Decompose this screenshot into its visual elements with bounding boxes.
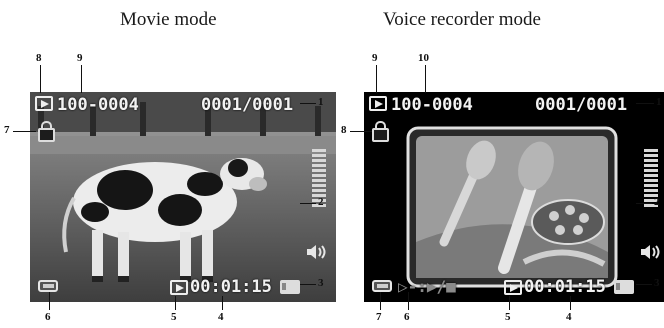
callout-2: 2 (654, 196, 660, 208)
volume-meter (312, 149, 326, 209)
callout-line (49, 292, 50, 310)
callout-5: 5 (171, 311, 177, 323)
callout-3: 3 (654, 277, 660, 289)
playback-icon (35, 96, 53, 111)
file-counter: 0001/0001 (201, 95, 294, 115)
file-counter: 0001/0001 (535, 95, 628, 115)
callout-line (408, 292, 409, 310)
callout-1: 1 (318, 96, 324, 108)
voice-mode-title: Voice recorder mode (383, 9, 541, 30)
playback-icon (369, 96, 387, 111)
microphone-illustration (406, 126, 618, 288)
callout-7: 7 (376, 311, 382, 323)
callout-3: 3 (318, 277, 324, 289)
memory-card-icon (614, 280, 634, 294)
memory-card-icon (280, 280, 300, 294)
play-icon (170, 280, 188, 295)
callout-6: 6 (404, 311, 410, 323)
callout-line (300, 284, 316, 285)
battery-icon (372, 280, 392, 292)
elapsed-time: 00:01:15 (190, 277, 272, 297)
callout-9: 9 (77, 52, 83, 64)
volume-meter (644, 149, 658, 209)
callout-9: 9 (372, 52, 378, 64)
folder-number: 100-0004 (391, 95, 473, 115)
folder-number: 100-0004 (57, 95, 139, 115)
speaker-icon (307, 245, 326, 259)
callout-line (425, 65, 426, 93)
callout-line (570, 296, 571, 310)
cow-photo (30, 92, 336, 302)
speaker-icon (641, 245, 660, 259)
callout-10: 10 (418, 52, 429, 64)
callout-line (376, 65, 377, 93)
callout-7: 7 (4, 124, 10, 136)
callout-line (222, 296, 223, 310)
callout-line (636, 284, 652, 285)
callout-8: 8 (36, 52, 42, 64)
callout-4: 4 (566, 311, 572, 323)
callout-line (509, 296, 510, 310)
callout-1: 1 (656, 96, 662, 108)
callout-5: 5 (505, 311, 511, 323)
callout-line (350, 131, 372, 132)
play-icon (504, 280, 522, 295)
voice-screen: 100-0004 0001/0001 ▷-:▶/■ 00:01:15 (364, 92, 664, 302)
callout-line (636, 203, 652, 204)
elapsed-time: 00:01:15 (524, 277, 606, 297)
callout-line (300, 203, 316, 204)
callout-line (40, 65, 41, 93)
movie-screen: 100-0004 0001/0001 00:01:15 (30, 92, 336, 302)
callout-2: 2 (318, 196, 324, 208)
callout-line (380, 292, 381, 310)
battery-icon (38, 280, 58, 292)
lock-icon (372, 121, 389, 142)
callout-line (13, 131, 36, 132)
callout-8: 8 (341, 124, 347, 136)
callout-4: 4 (218, 311, 224, 323)
lock-icon (38, 121, 55, 142)
callout-line (300, 103, 316, 104)
callout-6: 6 (45, 311, 51, 323)
movie-mode-title: Movie mode (120, 9, 217, 30)
callout-line (175, 296, 176, 310)
playback-controls: ▷-:▶/■ (398, 277, 456, 296)
callout-line (636, 103, 654, 104)
callout-line (81, 65, 82, 93)
